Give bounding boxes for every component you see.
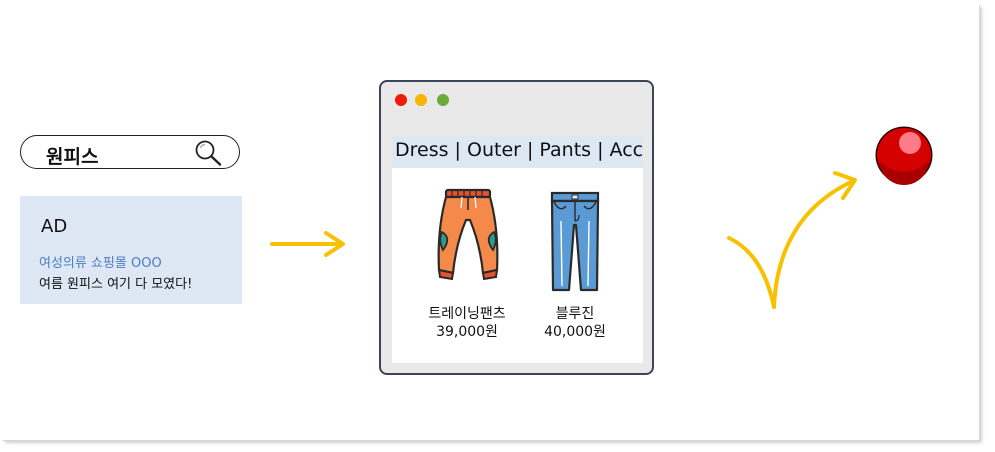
right-arrow-icon — [270, 231, 345, 257]
search-icon[interactable] — [193, 139, 223, 167]
product-name[interactable]: 트레이닝팬츠 — [428, 306, 506, 322]
browser-window: Dress | Outer | Pants | Acc 트레이닝팬츠 39,00… — [379, 80, 654, 375]
blue-jeans-icon[interactable] — [548, 191, 602, 293]
maximize-dot-icon[interactable] — [437, 94, 449, 106]
product-price: 39,000원 — [436, 324, 498, 340]
goal-ball-icon — [875, 126, 933, 185]
ad-description: 여름 원피스 여기 다 모였다! — [39, 277, 193, 292]
ad-title-link[interactable]: 여성의류 쇼핑몰 OOO — [39, 256, 162, 271]
search-query: 원피스 — [46, 146, 99, 168]
search-bar[interactable]: 원피스 — [20, 135, 240, 169]
orange-jogger-pants-icon[interactable] — [432, 188, 504, 284]
category-nav-text[interactable]: Dress | Outer | Pants | Acc — [395, 139, 643, 161]
product-name[interactable]: 블루진 — [555, 306, 595, 322]
category-nav[interactable]: Dress | Outer | Pants | Acc — [392, 136, 643, 168]
search-ad-box[interactable]: AD 여성의류 쇼핑몰 OOO 여름 원피스 여기 다 모였다! — [20, 196, 242, 304]
product-price: 40,000원 — [544, 324, 606, 340]
browser-content: Dress | Outer | Pants | Acc 트레이닝팬츠 39,00… — [392, 136, 643, 363]
checkmark-arrow-icon — [727, 171, 857, 309]
close-dot-icon[interactable] — [395, 94, 407, 106]
ad-label: AD — [41, 216, 68, 237]
minimize-dot-icon[interactable] — [415, 94, 427, 106]
